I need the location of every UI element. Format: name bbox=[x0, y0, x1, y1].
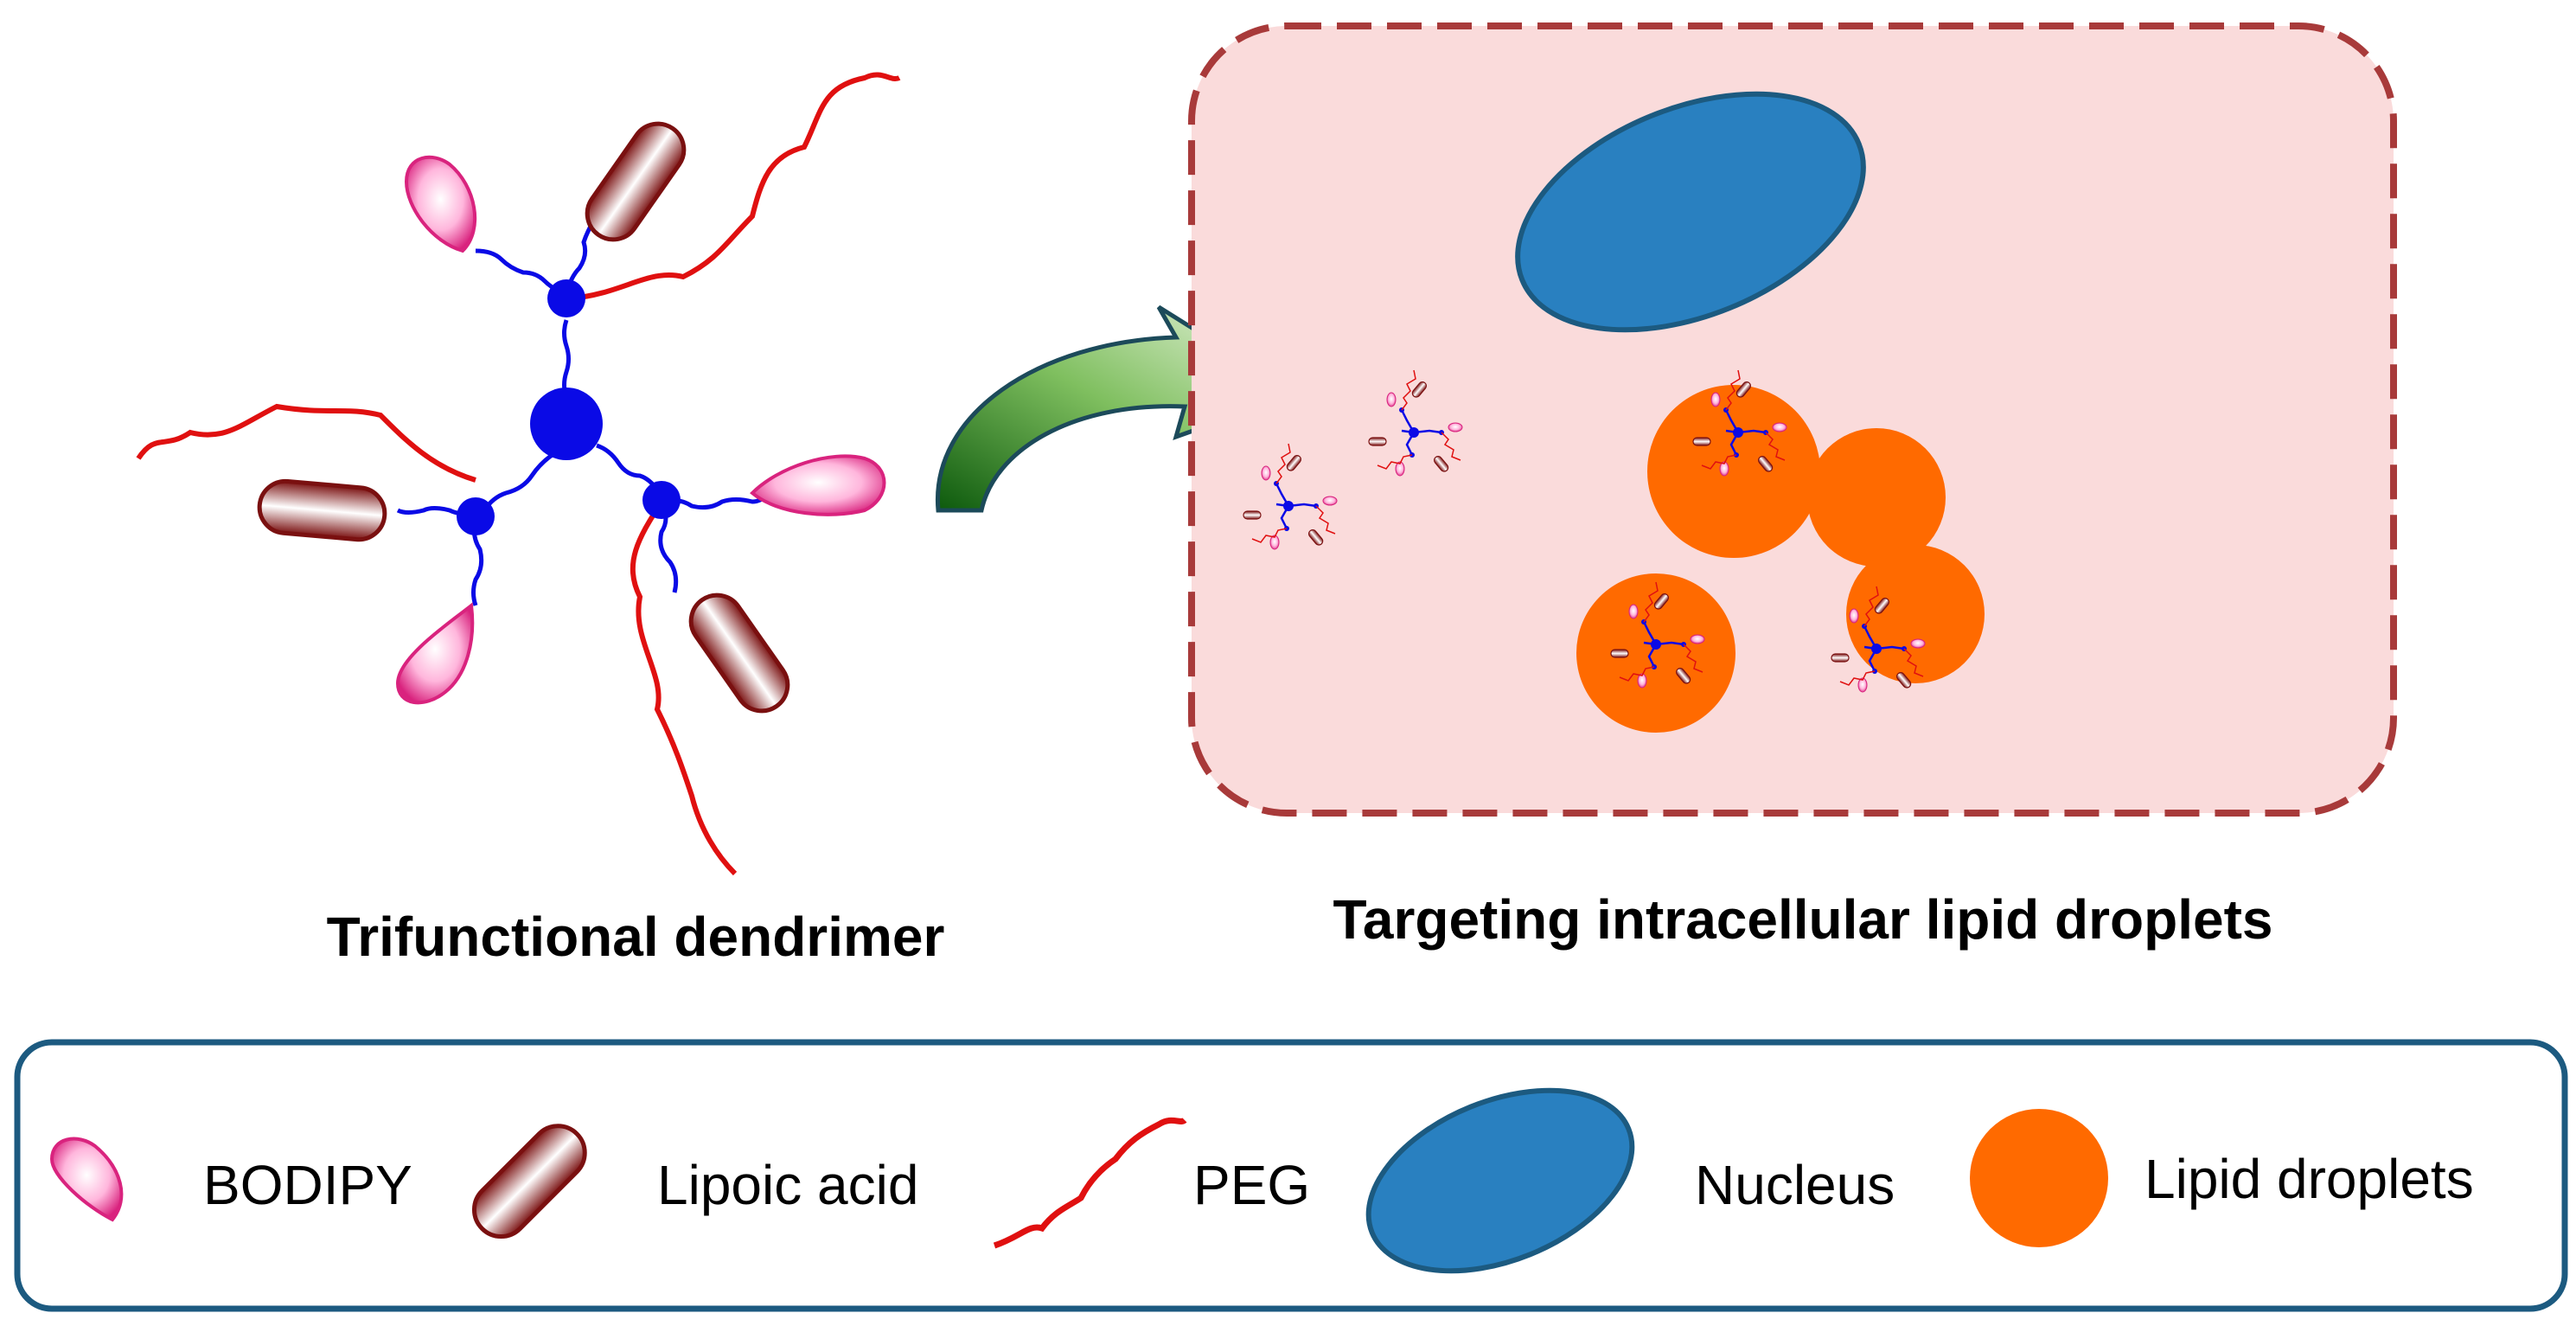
legend-peg-icon bbox=[993, 1117, 1187, 1249]
nucleus bbox=[1515, 91, 1866, 333]
lipid-droplet bbox=[1807, 428, 1946, 567]
branch-node bbox=[642, 481, 681, 519]
branch-node bbox=[547, 279, 585, 317]
bodipy-unit bbox=[750, 454, 886, 516]
lipid-droplet bbox=[1576, 573, 1735, 733]
lipid-droplet bbox=[1647, 385, 1820, 558]
legend-lipoic-acid-icon bbox=[471, 1124, 587, 1240]
peg-chain bbox=[630, 500, 738, 876]
linker bbox=[475, 248, 567, 297]
legend-lipoic-acid-label: Lipoic acid bbox=[657, 1154, 918, 1216]
legend-peg-label: PEG bbox=[1193, 1154, 1310, 1216]
bodipy-unit bbox=[404, 155, 477, 253]
lipoic-acid-unit bbox=[257, 478, 387, 542]
legend-bodipy-label: BODIPY bbox=[203, 1154, 412, 1216]
lipoic-acid-unit bbox=[688, 593, 790, 714]
linker bbox=[564, 215, 599, 295]
bodipy-unit bbox=[395, 602, 475, 705]
dendrimer-core bbox=[530, 388, 603, 460]
legend-lipid-droplets-label: Lipid droplets bbox=[2145, 1148, 2474, 1210]
linker bbox=[482, 452, 555, 512]
legend-bodipy-icon bbox=[49, 1137, 124, 1222]
right-caption: Targeting intracellular lipid droplets bbox=[1333, 888, 2273, 951]
branch-node bbox=[457, 497, 495, 535]
lipoic-acid-unit bbox=[585, 121, 687, 242]
legend-nucleus-label: Nucleus bbox=[1695, 1154, 1895, 1216]
trifunctional-dendrimer bbox=[136, 72, 901, 876]
legend: BODIPY Lipoic acid PEG Nucleus Lipid dro… bbox=[14, 1039, 2568, 1312]
linker bbox=[661, 491, 771, 510]
cell bbox=[1188, 22, 2397, 817]
peg-chain bbox=[136, 403, 476, 483]
legend-box bbox=[14, 1039, 2568, 1312]
legend-lipid-droplet-icon bbox=[1970, 1109, 2108, 1247]
legend-nucleus-icon bbox=[1365, 1087, 1635, 1274]
linker bbox=[596, 443, 664, 499]
left-caption: Trifunctional dendrimer bbox=[327, 906, 945, 968]
peg-chain bbox=[570, 72, 901, 301]
